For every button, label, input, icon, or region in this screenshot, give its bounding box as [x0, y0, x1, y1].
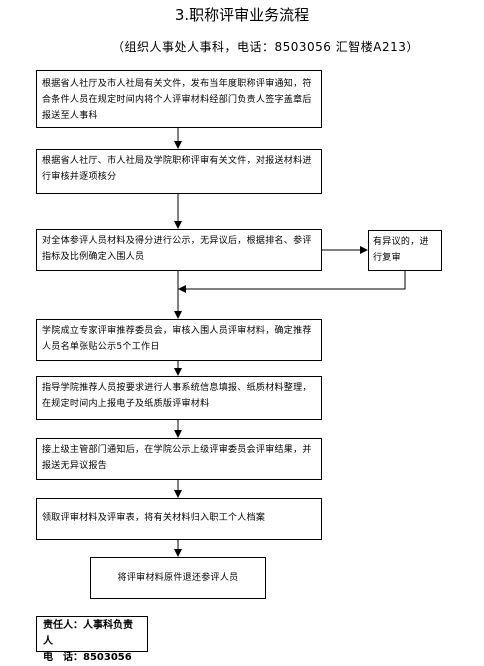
step-return-originals: 将评审材料原件退还参评人员 — [90, 557, 266, 599]
responsible-phone: 电 话：8503056 — [43, 652, 132, 663]
step-system-submission: 指导学院推荐人员按要求进行人事系统信息填报、纸质材料整理，在规定时间内上报电子及… — [36, 376, 322, 420]
arrow-objection-return — [178, 271, 406, 293]
responsible-box: 责任人：人事科负责人 电 话：8503056 — [36, 616, 148, 663]
step-publish-notice: 根据省人社厅及市人社局有关文件，发布当年度职称评审通知，符合条件人员在规定时间内… — [36, 70, 322, 128]
step-review-materials: 根据省人社厅、市人社局及学院职称评审有关文件，对报送材料进行审核并逐项核分 — [36, 149, 322, 194]
step-publicize-scores: 对全体参评人员材料及得分进行公示，无异议后，根据排名、参评指标及比例确定入围人员 — [36, 229, 322, 271]
step-archive-materials: 领取评审材料及评审表，将有关材料归入职工个人档案 — [36, 498, 322, 540]
responsible-person: 责任人：人事科负责人 — [43, 620, 133, 647]
step-objection-review: 有异议的，进行复审 — [368, 230, 442, 271]
step-expert-committee: 学院成立专家评审推荐委员会，审核入围人员评审材料，确定推荐人员名单张贴公示5个工… — [36, 319, 322, 361]
page-subtitle: （组织人事处人事科，电话：8503056 汇智楼A213） — [112, 40, 419, 54]
step-publish-results: 接上级主管部门通知后，在学院公示上级评审委员会评审结果，并报送无异议报告 — [36, 438, 322, 480]
page-title: 3.职称评审业务流程 — [174, 6, 310, 24]
